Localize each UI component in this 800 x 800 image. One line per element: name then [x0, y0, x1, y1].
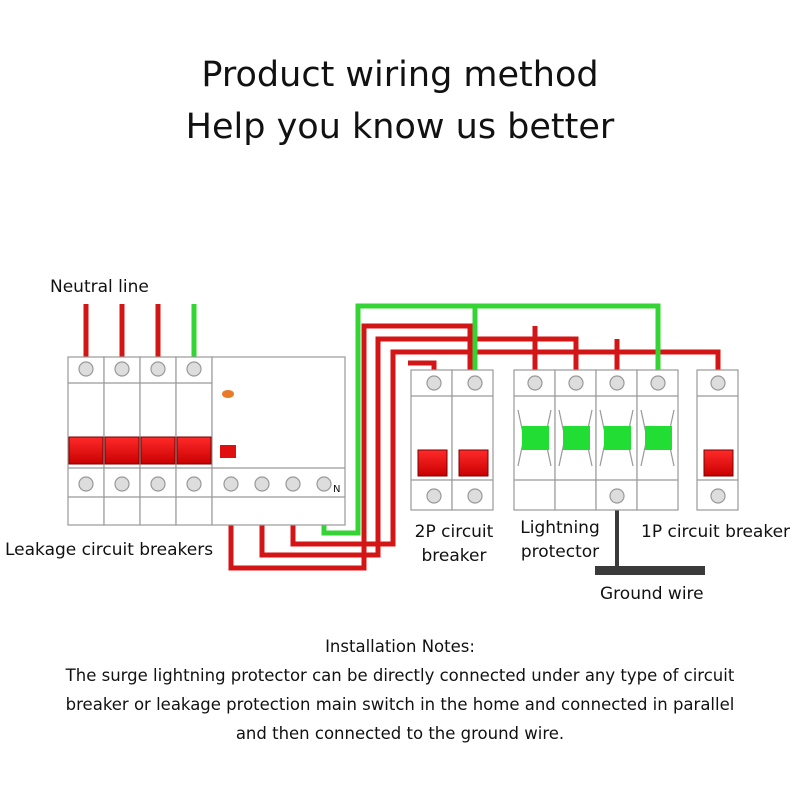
- installation-notes: Installation Notes: The surge lightning …: [0, 632, 800, 748]
- terminal-screw: [254, 476, 270, 492]
- terminal-screw: [114, 361, 130, 377]
- terminal-screw: [114, 476, 130, 492]
- protector-window: [604, 426, 631, 450]
- title-line-2: Help you know us better: [185, 107, 615, 147]
- breaker-handle: [140, 436, 176, 465]
- breaker-handle: [703, 449, 734, 477]
- breaker-handle: [104, 436, 140, 465]
- ground-terminal-screw: [609, 488, 625, 504]
- terminal-screw: [467, 375, 483, 391]
- ground-wire-label: Ground wire: [600, 584, 704, 604]
- breaker-handle: [176, 436, 212, 465]
- notes-line-2: breaker or leakage protection main switc…: [65, 695, 735, 714]
- leakage-breakers-label: Leakage circuit breakers: [5, 540, 214, 560]
- terminal-screw: [426, 375, 442, 391]
- protector-window: [563, 426, 590, 450]
- notes-line-1: The surge lightning protector can be dir…: [65, 666, 735, 685]
- terminal-screw: [426, 488, 442, 504]
- terminal-screw: [186, 476, 202, 492]
- lightning-protector-label: Lightning protector: [510, 516, 610, 564]
- breaker-handle: [458, 449, 489, 477]
- breaker-1p: [696, 369, 739, 511]
- lightning-protector-label-line2: protector: [520, 542, 600, 562]
- live-output-wire-3: [290, 349, 721, 547]
- terminal-screw: [150, 476, 166, 492]
- terminal-screw: [527, 375, 543, 391]
- test-button: [220, 445, 236, 458]
- breaker-1p-label: 1P circuit breaker: [641, 522, 791, 542]
- terminal-screw: [186, 361, 202, 377]
- live-output-wire-2: [259, 336, 579, 558]
- title-line-1: Product wiring method: [201, 55, 599, 95]
- ground-bar: [595, 566, 705, 575]
- terminal-screw: [568, 375, 584, 391]
- terminal-screw: [710, 488, 726, 504]
- breaker-handle: [68, 436, 104, 465]
- indicator-light: [222, 390, 234, 398]
- terminal-screw: [78, 476, 94, 492]
- breaker-2p-label: 2P circuit breaker: [404, 520, 504, 568]
- leakage-module: [211, 356, 346, 526]
- terminal-screw: [609, 375, 625, 391]
- breaker-2p-pole-2: [451, 369, 494, 511]
- breaker-2p-pole-1: [410, 369, 453, 511]
- terminal-screw: [78, 361, 94, 377]
- terminal-screw: [710, 375, 726, 391]
- terminal-screw: [223, 476, 239, 492]
- terminal-screw: [316, 476, 332, 492]
- notes-heading: Installation Notes:: [325, 637, 475, 656]
- breaker-2p-label-line1: 2P circuit: [414, 522, 494, 542]
- terminal-screw: [150, 361, 166, 377]
- live-output-wire-1: [228, 323, 473, 571]
- neutral-line-label: Neutral line: [50, 277, 149, 297]
- protector-window: [645, 426, 672, 450]
- neutral-marker: N: [333, 484, 340, 495]
- terminal-screw: [467, 488, 483, 504]
- terminal-screw: [650, 375, 666, 391]
- protector-window: [522, 426, 549, 450]
- breaker-2p-label-line2: breaker: [421, 546, 487, 566]
- lightning-protector-label-line1: Lightning: [520, 518, 600, 538]
- notes-line-3: and then connected to the ground wire.: [235, 724, 565, 743]
- breaker-handle: [417, 449, 448, 477]
- terminal-screw: [285, 476, 301, 492]
